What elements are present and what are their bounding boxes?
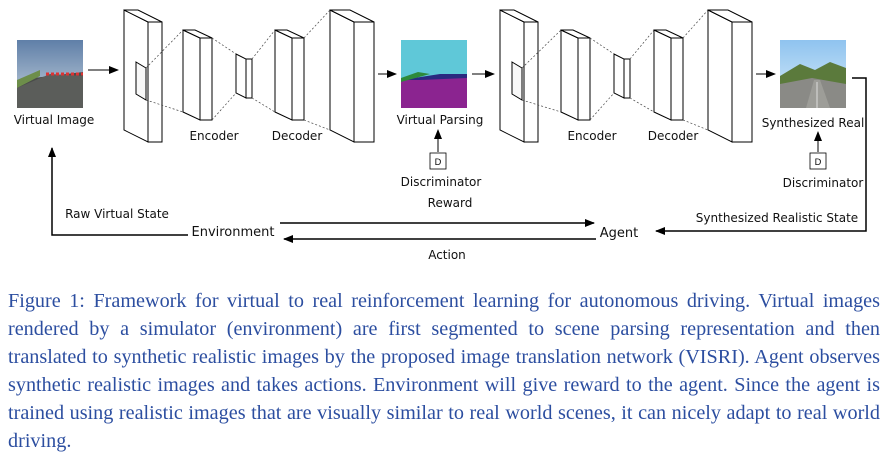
decoder-label-2: Decoder (648, 129, 699, 143)
action-label: Action (428, 248, 466, 262)
reward-label: Reward (428, 196, 473, 210)
decoder-label-1: Decoder (272, 129, 323, 143)
agent-label: Agent (600, 226, 638, 241)
discriminator-box-1 (429, 152, 447, 170)
caption-label: Figure 1: (8, 290, 85, 312)
connection-lines-1 (145, 9, 331, 131)
discriminator-label-1: Discriminator (401, 175, 482, 189)
synthesized-real-label: Synthesized Real (762, 116, 865, 130)
encoder-label-2: Encoder (567, 129, 616, 143)
virtual-image-thumbnail (17, 40, 83, 108)
figure-caption: Figure 1: Framework for virtual to real … (8, 287, 880, 455)
raw-virtual-state-label: Raw Virtual State (65, 207, 169, 221)
synthesized-realistic-state-label: Synthesized Realistic State (696, 211, 858, 225)
encoder-label-1: Encoder (189, 129, 238, 143)
synthesized-state-arrow (655, 77, 867, 235)
caption-text: Framework for virtual to real reinforcem… (8, 290, 880, 452)
discriminator-box-2 (809, 152, 827, 170)
synthesized-real-thumbnail (780, 40, 846, 108)
discriminator-label-2: Discriminator (783, 176, 864, 190)
framework-diagram: Virtual Image Encoder Decoder (14, 9, 867, 262)
discriminator-d-2: D (815, 158, 822, 168)
environment-label: Environment (191, 225, 274, 240)
virtual-parsing-thumbnail (401, 40, 467, 108)
encoder-decoder-network-2 (499, 9, 753, 143)
encoder-decoder-network-1 (123, 9, 375, 143)
discriminator-d-1: D (435, 158, 442, 168)
virtual-image-label: Virtual Image (14, 113, 95, 127)
raw-virtual-state-arrow (48, 147, 188, 236)
connection-lines-2 (521, 9, 709, 131)
virtual-parsing-label: Virtual Parsing (397, 113, 484, 127)
